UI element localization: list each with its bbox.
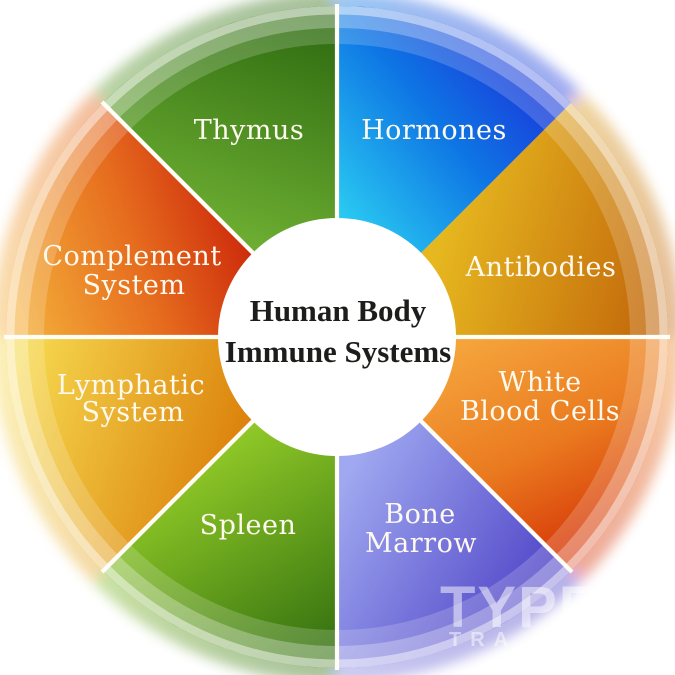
label-lymphatic-line1: Lymphatic [57, 370, 205, 401]
label-thymus: Thymus [194, 115, 305, 146]
center-title-line2: Immune Systems [225, 334, 451, 369]
label-lymphatic-line2: System [81, 397, 184, 428]
label-bone-marrow-line1: Bone [384, 499, 455, 530]
watermark: TYPE TRA [440, 575, 600, 651]
label-white-blood-cells-line2: Blood Cells [460, 396, 620, 427]
label-complement-line2: System [82, 270, 185, 301]
label-antibodies: Antibodies [465, 252, 617, 283]
label-hormones: Hormones [361, 115, 507, 146]
watermark-line2: TRA [449, 629, 517, 651]
center-circle [218, 218, 456, 456]
label-bone-marrow-line2: Marrow [365, 528, 477, 559]
label-white-blood-cells-line1: White [498, 367, 581, 398]
label-complement-line1: Complement [42, 241, 221, 272]
watermark-line1: TYPE [440, 575, 600, 640]
label-spleen: Spleen [200, 510, 297, 541]
center-title-line1: Human Body [250, 293, 427, 328]
